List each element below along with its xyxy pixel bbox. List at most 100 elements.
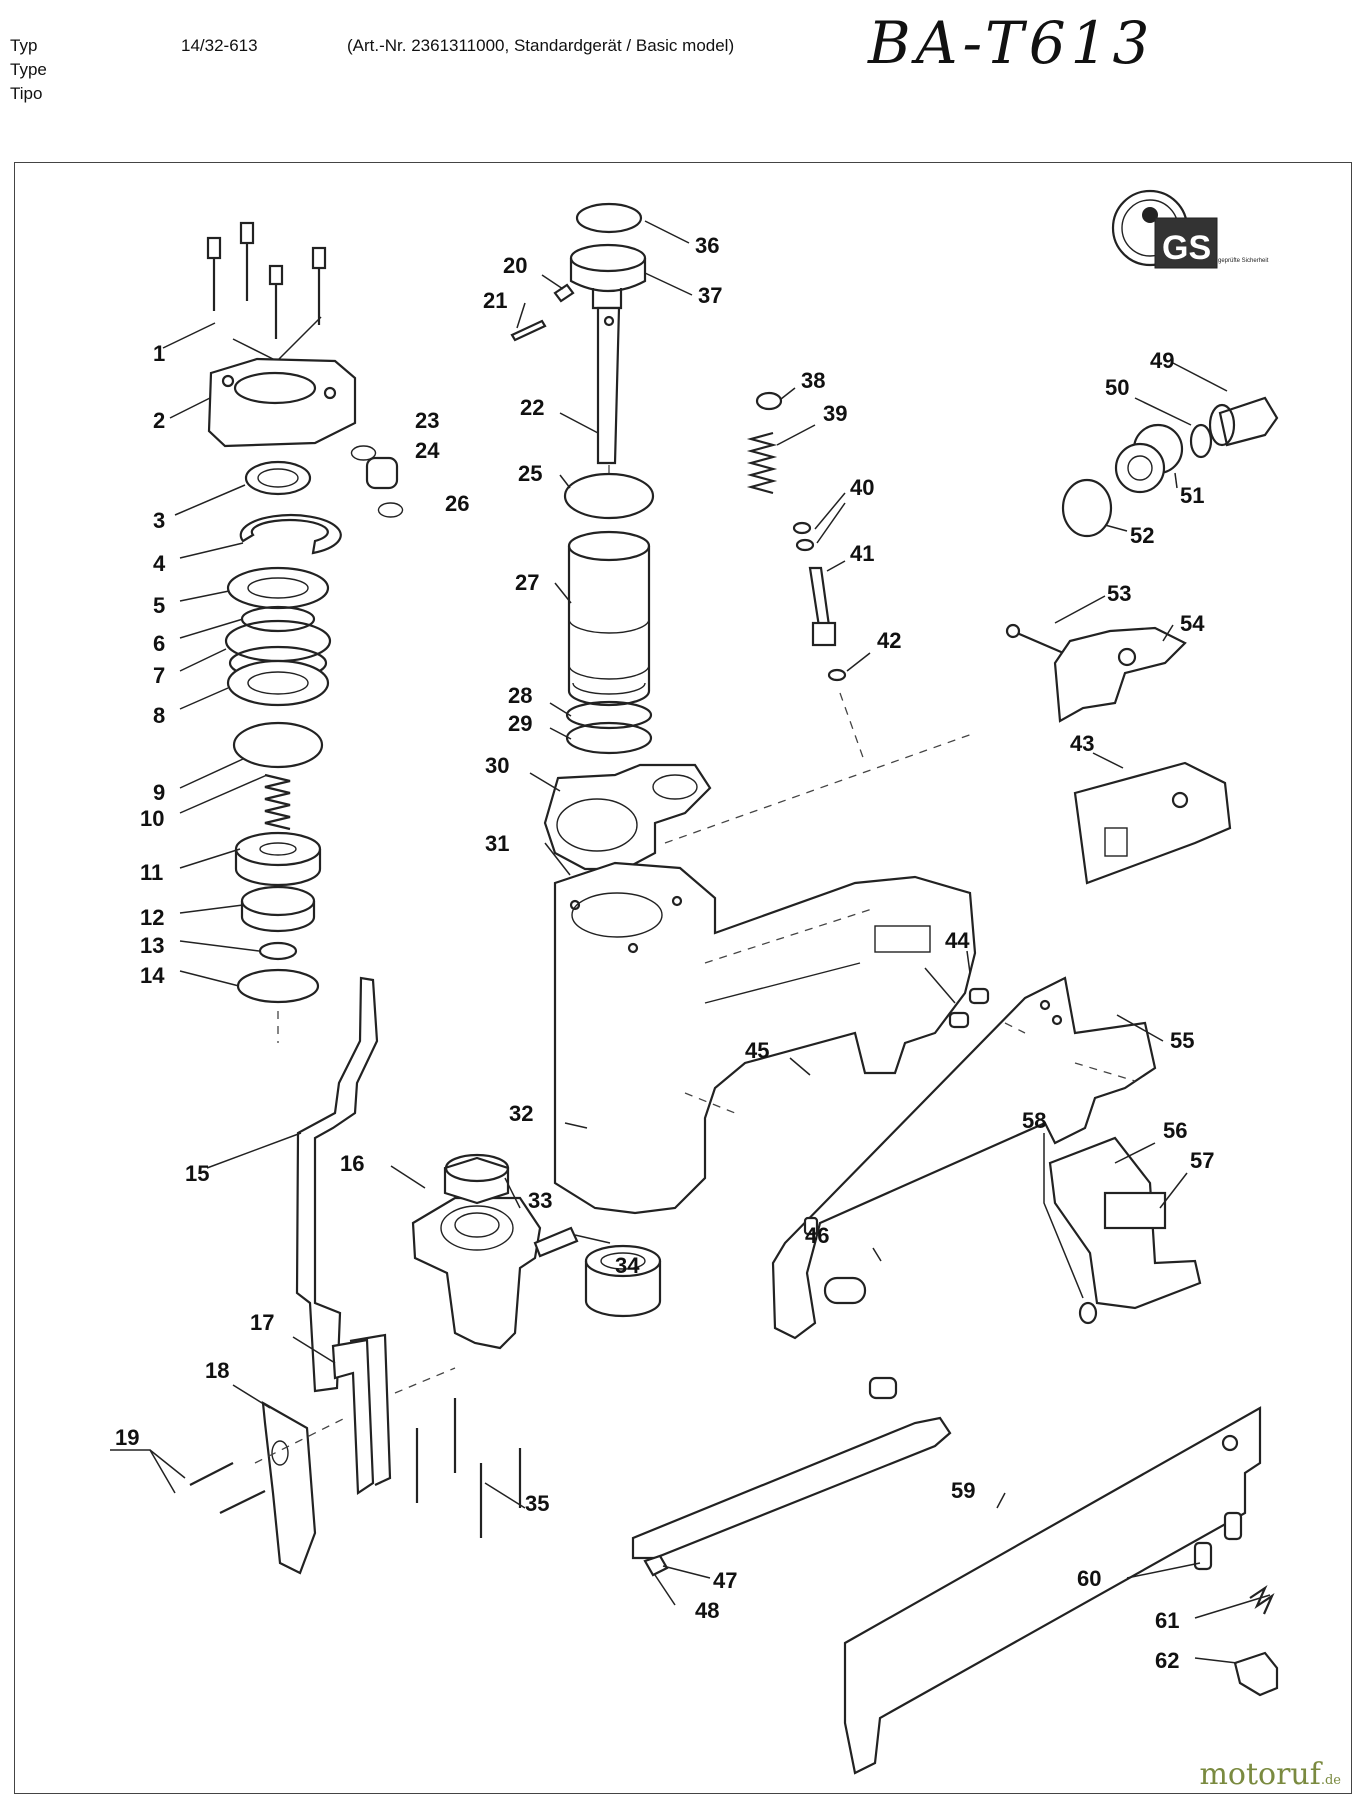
watermark-logo: motoruf.de [1199, 1757, 1341, 1792]
o-ring-13 [258, 941, 298, 961]
screw-19b [219, 1490, 266, 1514]
plate-43 [1073, 761, 1232, 885]
callout-26: 26 [445, 491, 469, 516]
callout-43: 43 [1070, 731, 1094, 756]
callout-18: 18 [205, 1358, 229, 1383]
callout-44: 44 [945, 928, 970, 953]
callout-48: 48 [695, 1598, 719, 1623]
callout-61: 61 [1155, 1608, 1179, 1633]
ring-3 [244, 460, 312, 496]
callout-49: 49 [1150, 348, 1174, 373]
callout-45: 45 [745, 1038, 769, 1063]
exploded-parts-diagram: GS geprüfte Sicherheit [110, 189, 1279, 1775]
driver-piston-37 [569, 243, 647, 273]
label-tipo: Tipo [10, 84, 43, 103]
valve-24 [365, 456, 399, 490]
pusher-rail-59 [843, 1406, 1262, 1775]
handwritten-model: BA-T613 [868, 9, 1155, 77]
screw-19a [189, 1462, 234, 1486]
callout-2: 2 [153, 408, 165, 433]
label-type: Type [10, 60, 47, 79]
gs-seal-letters: GS [1162, 229, 1211, 267]
o-ring-14 [236, 968, 320, 1004]
roller-46 [868, 1376, 898, 1400]
screw-44a [968, 987, 990, 1005]
callout-17: 17 [250, 1310, 274, 1335]
callout-58: 58 [1022, 1108, 1046, 1133]
callout-41: 41 [850, 541, 874, 566]
callout-54: 54 [1180, 611, 1205, 636]
nut-48 [643, 1554, 669, 1577]
callout-60: 60 [1077, 1566, 1101, 1591]
gasket-30 [543, 763, 712, 871]
callout-19: 19 [115, 1425, 139, 1450]
callout-7: 7 [153, 663, 165, 688]
piston-8 [226, 659, 330, 707]
callout-38: 38 [801, 368, 825, 393]
o-ring-50 [1189, 423, 1213, 459]
o-ring-52 [1061, 478, 1113, 538]
clip-4 [239, 513, 342, 555]
article-number: (Art.-Nr. 2361311000, Standardgerät / Ba… [347, 36, 735, 55]
spring-61 [1249, 1584, 1275, 1615]
callout-14: 14 [140, 963, 165, 988]
callout-52: 52 [1130, 523, 1154, 548]
callout-33: 33 [528, 1188, 552, 1213]
callout-62: 62 [1155, 1648, 1179, 1673]
screw-60b [1193, 1541, 1213, 1571]
follower-arm-47 [631, 1416, 952, 1560]
callout-53: 53 [1107, 581, 1131, 606]
screw-44b [948, 1011, 970, 1029]
o-ring-36 [575, 202, 643, 234]
o-ring-6 [240, 605, 316, 633]
callout-46: 46 [805, 1223, 829, 1248]
ring-12 [240, 885, 316, 917]
air-fitting-49 [1218, 396, 1279, 447]
o-ring-9 [232, 721, 324, 769]
callout-23: 23 [415, 408, 439, 433]
latch-54 [1053, 626, 1187, 723]
callout-11: 11 [140, 860, 163, 885]
trigger-lever-15 [295, 976, 379, 1393]
type-number: 14/32-613 [181, 36, 258, 55]
callout-6: 6 [153, 631, 165, 656]
callout-42: 42 [877, 628, 901, 653]
o-ring-28 [565, 700, 653, 730]
callout-36: 36 [695, 233, 719, 258]
o-ring-23 [350, 445, 377, 461]
callout-9: 9 [153, 780, 165, 805]
driver-blade-22 [596, 306, 621, 465]
o-ring-7 [224, 619, 332, 663]
callout-57: 57 [1190, 1148, 1214, 1173]
callout-4: 4 [153, 551, 166, 576]
watermark-brand: motoruf [1199, 1757, 1321, 1792]
callout-56: 56 [1163, 1118, 1187, 1143]
callout-32: 32 [509, 1101, 533, 1126]
header-labels: Typ Type Tipo [10, 34, 47, 106]
callout-labels: 1 2 3 4 5 6 7 8 9 10 11 12 13 14 15 16 1… [115, 233, 1214, 1673]
bumper-11 [234, 831, 322, 867]
plate-18 [261, 1400, 317, 1575]
valve-cap-38 [755, 391, 783, 411]
callout-50: 50 [1105, 375, 1129, 400]
callout-30: 30 [485, 753, 509, 778]
gs-seal-icon: GS geprüfte Sicherheit [1111, 189, 1269, 269]
callout-21: 21 [483, 288, 507, 313]
callout-28: 28 [508, 683, 532, 708]
callout-20: 20 [503, 253, 527, 278]
callout-51: 51 [1180, 483, 1204, 508]
screw-45 [803, 1216, 819, 1236]
callout-59: 59 [951, 1478, 975, 1503]
callout-13: 13 [140, 933, 164, 958]
o-ring-26 [377, 502, 404, 518]
callout-25: 25 [518, 461, 542, 486]
callout-1: 1 [153, 341, 165, 366]
o-ring-42 [827, 668, 847, 682]
callout-47: 47 [713, 1568, 737, 1593]
label-typ: Typ [10, 36, 38, 55]
callout-40: 40 [850, 475, 874, 500]
callout-12: 12 [140, 905, 164, 930]
screw-60a [1223, 1511, 1243, 1541]
guide-17 [331, 1338, 375, 1496]
callout-24: 24 [415, 438, 440, 463]
